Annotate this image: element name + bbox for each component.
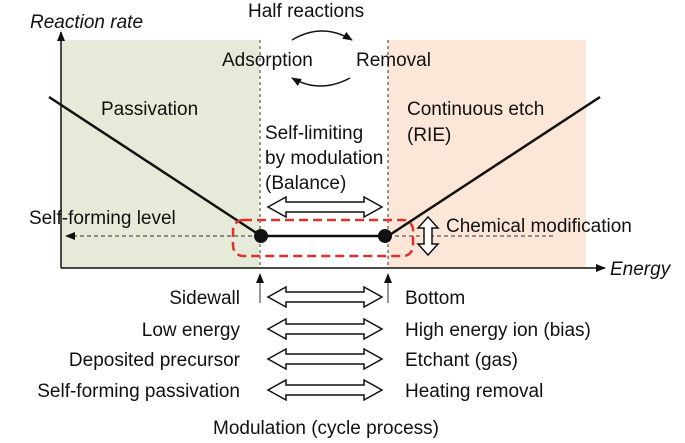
pair-row-2: Deposited precursor Etchant (gas): [69, 347, 518, 371]
chemical-modification-label: Chemical modification: [446, 216, 632, 237]
pair-double-arrow: [266, 317, 384, 341]
self-limiting-line2: by modulation: [265, 148, 383, 169]
adsorption-label: Adsorption: [222, 50, 313, 71]
pair-left-label: Low energy: [142, 320, 241, 341]
pair-double-arrow: [266, 285, 384, 309]
pair-row-3: Self-forming passivation Heating removal: [37, 378, 543, 402]
balance-highlight-box: [231, 218, 415, 258]
balance-double-arrow: [266, 195, 384, 219]
cycle-arrow-bottom: [291, 77, 351, 87]
passivation-label: Passivation: [101, 99, 198, 120]
self-limiting-line1: Self-limiting: [265, 123, 363, 144]
half-reactions-title: Half reactions: [248, 1, 364, 22]
passivation-region: [61, 40, 259, 268]
chemical-modification-arrow: [416, 215, 440, 257]
y-axis-label: Reaction rate: [30, 12, 143, 33]
reaction-rate-curve: [48, 95, 601, 238]
x-axis-label: Energy: [610, 259, 672, 280]
left-balance-point: [254, 229, 268, 243]
pair-left-label: Sidewall: [169, 288, 240, 309]
removal-label: Removal: [356, 50, 431, 71]
modulation-footer: Modulation (cycle process): [213, 418, 439, 439]
pair-double-arrow: [266, 378, 384, 402]
pair-row-1: Low energy High energy ion (bias): [142, 317, 591, 341]
pair-right-label: Etchant (gas): [405, 350, 518, 371]
self-forming-level-label: Self-forming level: [29, 208, 176, 229]
continuous-etch-region: [388, 40, 586, 268]
pair-left-label: Deposited precursor: [69, 350, 241, 371]
pair-left-label: Self-forming passivation: [37, 381, 240, 402]
right-balance-point: [378, 229, 392, 243]
self-limiting-line3: (Balance): [265, 173, 346, 194]
pair-row-0: Sidewall Bottom: [169, 285, 465, 309]
pair-double-arrow: [266, 347, 384, 371]
rie-label: (RIE): [407, 125, 451, 146]
pair-right-label: Bottom: [405, 288, 465, 309]
pair-right-label: High energy ion (bias): [405, 320, 591, 341]
continuous-etch-label: Continuous etch: [407, 99, 544, 120]
cycle-arrow-top: [291, 30, 353, 41]
pair-right-label: Heating removal: [405, 381, 543, 402]
